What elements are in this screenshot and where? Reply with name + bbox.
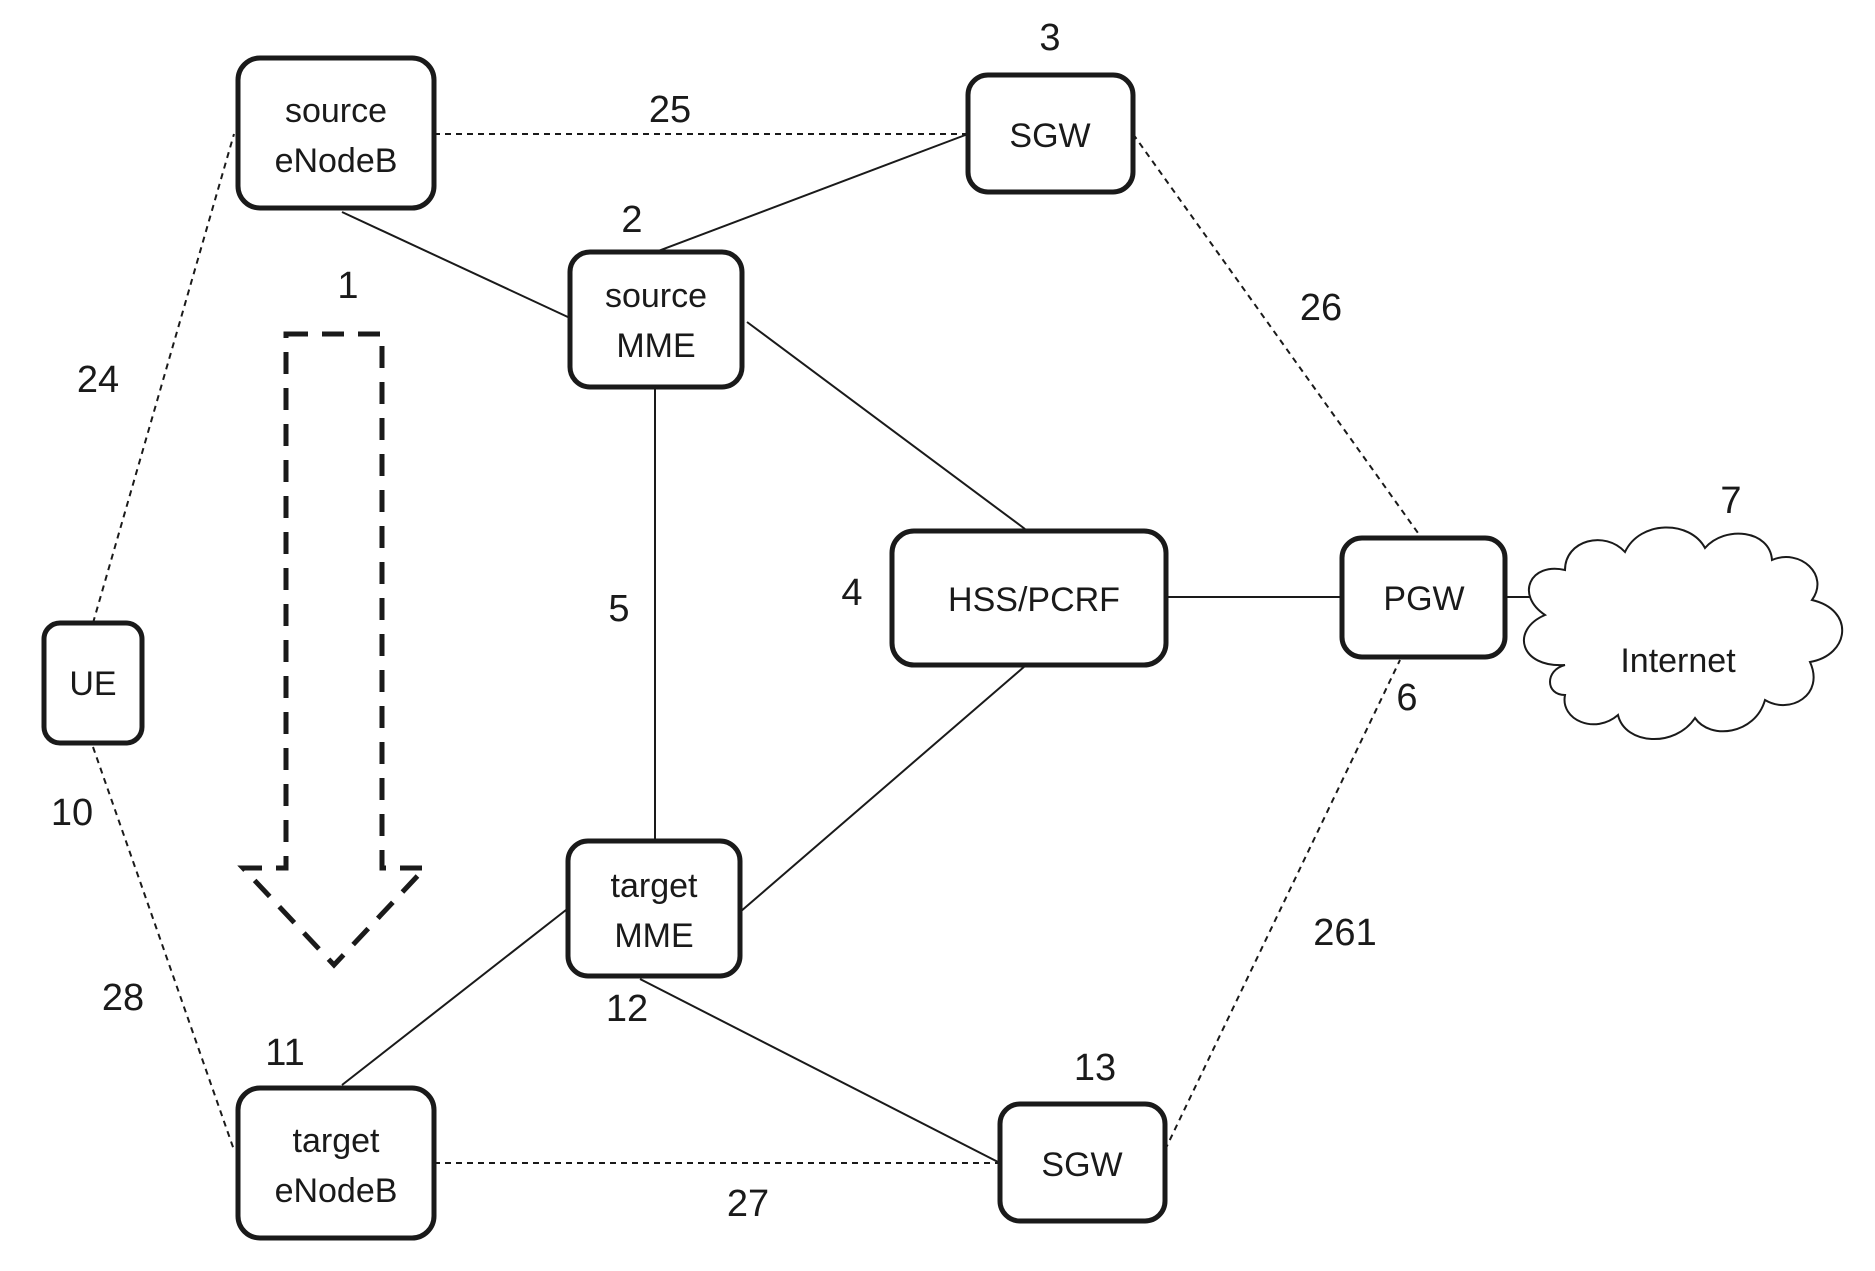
numeral-10: 10 xyxy=(51,792,93,834)
internet-cloud-icon xyxy=(1524,527,1842,739)
source-enodeb-label-line2: eNodeB xyxy=(275,142,398,180)
link-hss-target-mme xyxy=(740,666,1025,912)
node-target-enodeb: target eNodeB xyxy=(238,1088,434,1238)
link-source-mme-hss xyxy=(747,322,1025,529)
link-source-enodeb-source-mme xyxy=(342,212,570,318)
target-enodeb-label-line2: eNodeB xyxy=(275,1172,398,1210)
node-internet: Internet xyxy=(1524,527,1842,739)
sgw-bottom-label: SGW xyxy=(1041,1146,1122,1184)
numeral-4: 4 xyxy=(841,572,862,614)
hss-pcrf-label: HSS/PCRF xyxy=(948,581,1120,619)
ue-label: UE xyxy=(69,665,116,703)
pgw-label: PGW xyxy=(1383,580,1464,618)
numeral-2: 2 xyxy=(621,199,642,241)
node-source-enodeb: source eNodeB xyxy=(238,58,434,208)
numeral-3: 3 xyxy=(1039,17,1060,59)
link-target-mme-sgw-bottom xyxy=(640,979,1000,1163)
node-source-mme: source MME xyxy=(570,252,742,387)
numeral-26: 26 xyxy=(1300,287,1342,329)
numeral-12: 12 xyxy=(606,988,648,1030)
node-target-mme: target MME xyxy=(568,841,740,976)
target-enodeb-label-line1: target xyxy=(293,1122,380,1160)
target-mme-label-line2: MME xyxy=(614,917,693,955)
node-sgw-bottom: SGW xyxy=(1000,1104,1165,1221)
numeral-7: 7 xyxy=(1720,480,1741,522)
source-mme-label-line2: MME xyxy=(616,327,695,365)
numeral-24: 24 xyxy=(77,359,119,401)
node-ue: UE xyxy=(44,623,142,743)
numeral-11: 11 xyxy=(265,1032,304,1074)
source-enodeb-label-line1: source xyxy=(285,92,387,130)
numeral-5: 5 xyxy=(608,588,629,630)
numeral-261: 261 xyxy=(1313,912,1376,954)
target-mme-label-line1: target xyxy=(611,867,698,905)
numeral-27: 27 xyxy=(727,1183,769,1225)
node-sgw-top: SGW xyxy=(968,75,1133,192)
numeral-1: 1 xyxy=(337,265,358,307)
link-sgw-bottom-pgw xyxy=(1165,660,1400,1150)
link-source-mme-sgw-top xyxy=(645,134,968,256)
handover-direction-arrow xyxy=(243,334,425,965)
link-ue-target-enodeb xyxy=(93,747,234,1150)
numeral-13: 13 xyxy=(1074,1047,1116,1089)
link-target-mme-target-enodeb xyxy=(342,910,566,1085)
numeral-6: 6 xyxy=(1396,677,1417,719)
link-sgw-top-pgw xyxy=(1133,134,1423,540)
internet-label: Internet xyxy=(1620,642,1736,680)
numeral-25: 25 xyxy=(649,89,691,131)
source-mme-label-line1: source xyxy=(605,277,707,315)
sgw-top-label: SGW xyxy=(1009,117,1090,155)
numeral-28: 28 xyxy=(102,977,144,1019)
node-hss-pcrf: HSS/PCRF xyxy=(892,531,1166,665)
node-pgw: PGW xyxy=(1342,538,1505,657)
